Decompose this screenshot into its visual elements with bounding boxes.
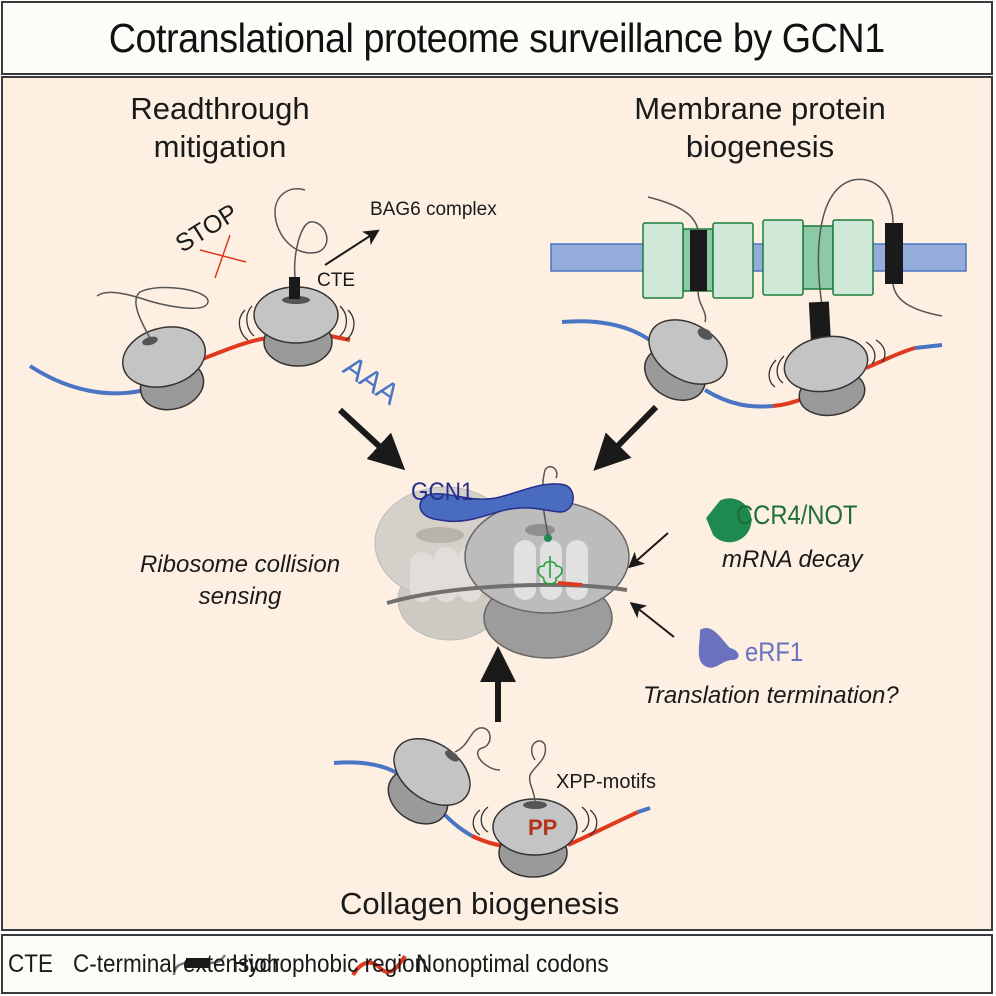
collision-vibration-icon	[768, 355, 785, 388]
arrow-to-bag6	[324, 229, 380, 266]
membrane-bilayer	[550, 243, 967, 272]
collision-sensing-line1: Ribosome collision	[139, 551, 341, 578]
nascent-chain	[892, 283, 943, 317]
arrow-readthrough-to-center	[337, 407, 406, 471]
peptidyl-site-icon	[544, 534, 552, 542]
arrow-ccr4-to-disome	[628, 532, 669, 569]
pp-motif-label: PP	[528, 815, 558, 840]
hydrophobic-region-marker	[690, 230, 707, 291]
translocon-subunit	[712, 222, 754, 299]
ribosome-icon	[492, 798, 578, 878]
mrna-nonoptimal-segment	[865, 346, 916, 370]
ribosome-icon	[121, 326, 207, 411]
gcn1-protein	[419, 483, 574, 523]
collision-vibration-icon	[581, 806, 598, 836]
figure-title: Cotranslational proteome surveillance by…	[109, 14, 885, 61]
translation-termination-label: Translation termination?	[643, 682, 899, 709]
collision-vibration-icon	[238, 305, 255, 341]
readthrough-scene	[28, 188, 380, 411]
readthrough-title-line2: mitigation	[153, 129, 287, 164]
nascent-chain	[697, 290, 707, 323]
legend-hydrophobic-icon	[186, 958, 210, 968]
nascent-chain	[647, 196, 699, 231]
mrna-strand	[703, 388, 774, 409]
collagen-scene	[333, 727, 651, 878]
legend-hydrophobic-label: Hydrophobic region	[232, 950, 428, 978]
legend-panel	[1, 934, 993, 994]
translocon-subunit	[762, 219, 804, 296]
membrane-scene	[550, 178, 967, 417]
readthrough-title-line1: Readthrough	[130, 91, 310, 126]
collision-vibration-icon	[472, 806, 489, 836]
mrna-strand	[637, 806, 651, 814]
membrane-title: Membrane protein biogenesis	[600, 90, 920, 166]
ribosome-icon	[644, 319, 728, 401]
arrow-membrane-to-center	[593, 404, 659, 471]
membrane-title-line1: Membrane protein	[634, 91, 886, 126]
hydrophobic-region-marker	[289, 277, 300, 299]
ribosome-icon	[387, 737, 471, 825]
membrane-title-line2: biogenesis	[685, 129, 835, 164]
trna-icon	[537, 556, 563, 585]
translocon-subunit	[832, 219, 874, 296]
nascent-chain	[541, 466, 558, 536]
erf1-label: eRF1	[745, 637, 804, 667]
legend-cte-icon	[172, 961, 187, 976]
nascent-chain	[454, 727, 501, 771]
mrna-decay-label: mRNA decay	[722, 546, 863, 573]
nascent-chain	[274, 188, 328, 278]
nascent-chain	[96, 286, 209, 339]
cte-label: CTE	[317, 270, 355, 291]
collision-sensing-label: Ribosome collision sensing	[110, 549, 370, 613]
nascent-chain	[528, 740, 547, 804]
readthrough-title: Readthrough mitigation	[110, 90, 330, 166]
ccr4-not-icon	[706, 498, 752, 543]
erf1-icon	[698, 627, 739, 668]
mrna-strand	[386, 582, 628, 605]
mrna-strand	[443, 813, 474, 838]
legend-cte-full: C-terminal extension	[73, 950, 280, 978]
gcn1-label: GCN1	[411, 478, 474, 506]
ribosome-icon	[783, 335, 869, 417]
translocon-subunit	[642, 222, 684, 299]
mrna-strand	[561, 319, 662, 350]
nascent-chain	[817, 178, 894, 306]
legend-cte-icon	[209, 954, 227, 965]
mrna-strand	[914, 343, 943, 350]
collision-vibration-icon	[865, 339, 886, 365]
ribosome-icon	[253, 286, 339, 367]
collision-sensing-line2: sensing	[198, 583, 282, 610]
nonoptimal-codon-marker	[557, 581, 583, 587]
arrow-erf1-to-disome	[629, 602, 675, 638]
stop-cross-icon	[214, 234, 231, 279]
legend-cte-abbr: CTE	[8, 950, 53, 978]
legend-nonoptimal-icon	[351, 954, 407, 977]
collision-vibration-icon	[339, 305, 355, 341]
mrna-strand	[333, 760, 404, 778]
hydrophobic-region-marker	[885, 223, 903, 284]
xpp-motifs-label: XPP-motifs	[556, 771, 657, 793]
legend-nonoptimal-label: Nonoptimal codons	[416, 950, 609, 978]
ccr4-not-label: CCR4/NOT	[736, 500, 858, 530]
hydrophobic-region-marker	[808, 301, 832, 347]
title-bar: Cotranslational proteome surveillance by…	[1, 1, 993, 75]
mrna-nonoptimal-segment	[567, 810, 639, 847]
collided-disome	[374, 466, 630, 659]
bag6-complex-label: BAG6 complex	[370, 199, 497, 220]
mrna-strand	[28, 364, 146, 396]
collagen-title: Collagen biogenesis	[340, 886, 620, 921]
